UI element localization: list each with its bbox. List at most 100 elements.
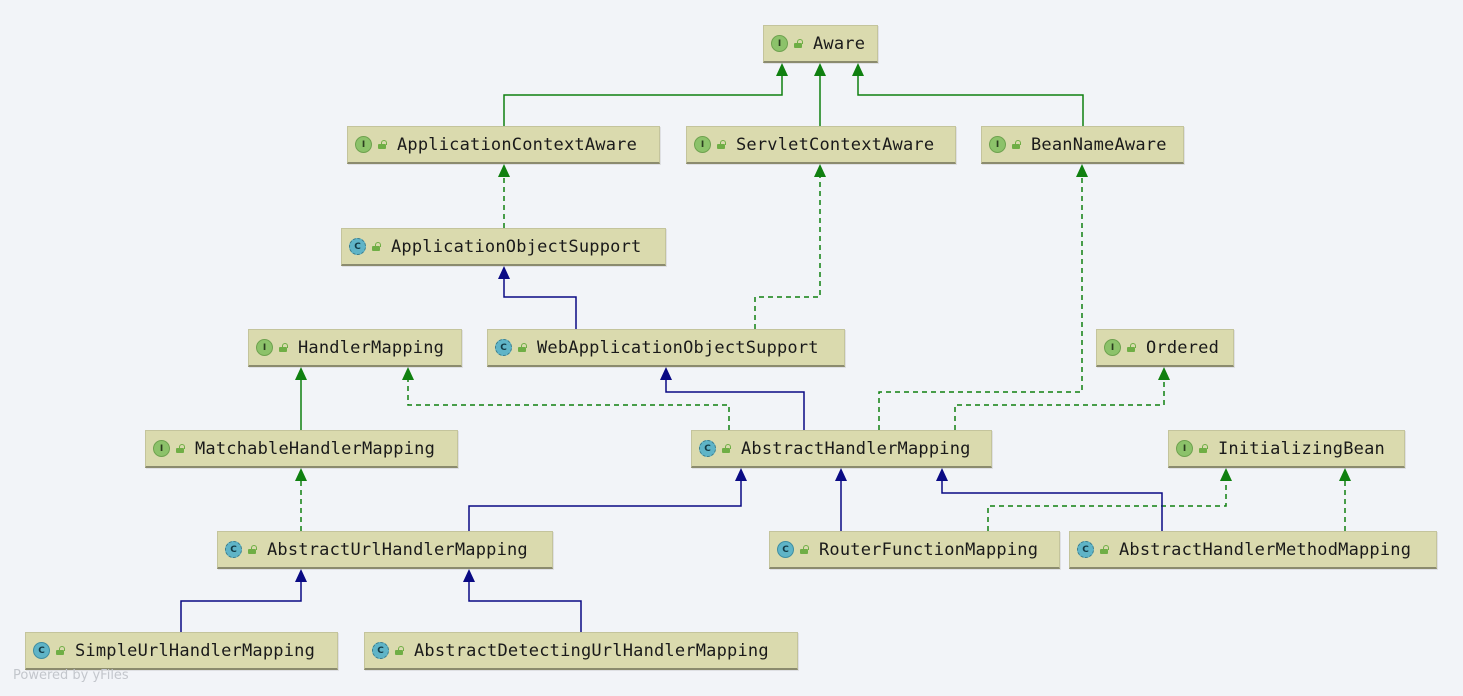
class-badge-icon: C (225, 541, 242, 558)
edge-matchable-handler-mapping-to-handler-mapping (295, 367, 307, 430)
node-web-application-object-support[interactable]: C WebApplicationObjectSupport (487, 329, 845, 367)
node-label: MatchableHandlerMapping (195, 438, 436, 459)
node-simple-url-handler-mapping[interactable]: C SimpleUrlHandlerMapping (25, 632, 338, 670)
edge-router-function-mapping-to-initializing-bean (987, 468, 1232, 531)
node-abstract-url-handler-mapping[interactable]: C AbstractUrlHandlerMapping (217, 531, 553, 569)
node-label: AbstractHandlerMethodMapping (1119, 539, 1412, 560)
edge-simple-url-handler-mapping-to-abstract-url-handler-mapping (180, 569, 307, 632)
edge-abstract-detecting-url-handler-mapping-to-abstract-url-handler-mapping (463, 569, 582, 632)
arrow-head (1158, 367, 1170, 380)
arrow-head (835, 468, 847, 481)
public-access-lock-icon (1126, 343, 1136, 352)
node-handler-mapping[interactable]: I HandlerMapping (248, 329, 462, 367)
public-access-lock-icon (721, 444, 731, 453)
edge-abstract-url-handler-mapping-to-matchable-handler-mapping (295, 468, 307, 531)
public-access-lock-icon (278, 343, 288, 352)
node-label: Ordered (1146, 337, 1220, 358)
arrow-head (735, 468, 747, 481)
edge-application-context-aware-to-aware (503, 63, 788, 126)
public-access-lock-icon (793, 39, 803, 48)
arrow-head (936, 468, 948, 481)
edge-router-function-mapping-to-abstract-handler-mapping (835, 468, 847, 531)
node-bean-name-aware[interactable]: I BeanNameAware (981, 126, 1184, 164)
class-badge-icon: C (372, 642, 389, 659)
class-badge-icon: C (495, 339, 512, 356)
node-label: BeanNameAware (1031, 134, 1167, 155)
arrow-head (295, 468, 307, 481)
arrow-head (814, 164, 826, 177)
class-badge-icon: C (777, 541, 794, 558)
class-badge-icon: C (33, 642, 50, 659)
interface-badge-icon: I (153, 440, 170, 457)
public-access-lock-icon (1198, 444, 1208, 453)
node-label: WebApplicationObjectSupport (537, 337, 819, 358)
public-access-lock-icon (175, 444, 185, 453)
interface-badge-icon: I (256, 339, 273, 356)
arrow-head (814, 63, 826, 76)
node-servlet-context-aware[interactable]: I ServletContextAware (686, 126, 956, 164)
interface-badge-icon: I (694, 136, 711, 153)
public-access-lock-icon (799, 545, 809, 554)
node-label: ApplicationObjectSupport (391, 236, 642, 257)
public-access-lock-icon (247, 545, 257, 554)
public-access-lock-icon (716, 140, 726, 149)
edge-servlet-context-aware-to-aware (814, 63, 826, 126)
arrow-head (852, 63, 864, 76)
node-label: HandlerMapping (298, 337, 445, 358)
arrow-head (776, 63, 788, 76)
interface-badge-icon: I (1176, 440, 1193, 457)
node-abstract-handler-method-mapping[interactable]: C AbstractHandlerMethodMapping (1069, 531, 1437, 569)
arrow-head (463, 569, 475, 582)
node-label: ApplicationContextAware (397, 134, 638, 155)
arrow-head (1220, 468, 1232, 481)
node-label: AbstractDetectingUrlHandlerMapping (414, 640, 769, 661)
edge-web-application-object-support-to-servlet-context-aware (754, 164, 826, 329)
node-aware[interactable]: I Aware (763, 25, 878, 63)
node-label: AbstractHandlerMapping (741, 438, 971, 459)
node-matchable-handler-mapping[interactable]: I MatchableHandlerMapping (145, 430, 458, 468)
edge-abstract-handler-mapping-to-bean-name-aware (878, 164, 1088, 430)
interface-badge-icon: I (771, 35, 788, 52)
node-application-context-aware[interactable]: I ApplicationContextAware (347, 126, 660, 164)
interface-badge-icon: I (989, 136, 1006, 153)
node-label: ServletContextAware (736, 134, 935, 155)
edge-bean-name-aware-to-aware (852, 63, 1084, 126)
node-label: Aware (813, 33, 866, 54)
node-application-object-support[interactable]: C ApplicationObjectSupport (341, 228, 666, 266)
node-label: SimpleUrlHandlerMapping (75, 640, 316, 661)
public-access-lock-icon (377, 140, 387, 149)
arrow-head (295, 367, 307, 380)
node-ordered[interactable]: I Ordered (1096, 329, 1234, 367)
edge-abstract-handler-mapping-to-handler-mapping (402, 367, 730, 430)
edge-application-object-support-to-application-context-aware (498, 164, 510, 228)
public-access-lock-icon (1099, 545, 1109, 554)
public-access-lock-icon (394, 646, 404, 655)
node-router-function-mapping[interactable]: C RouterFunctionMapping (769, 531, 1060, 569)
edge-abstract-handler-mapping-to-web-application-object-support (660, 367, 805, 430)
node-abstract-handler-mapping[interactable]: C AbstractHandlerMapping (691, 430, 992, 468)
node-label: AbstractUrlHandlerMapping (267, 539, 528, 560)
edge-abstract-url-handler-mapping-to-abstract-handler-mapping (468, 468, 747, 531)
node-abstract-detecting-url-handler-mapping[interactable]: C AbstractDetectingUrlHandlerMapping (364, 632, 798, 670)
powered-by-footer: Powered by yFiles (13, 668, 129, 683)
arrow-head (1076, 164, 1088, 177)
public-access-lock-icon (371, 242, 381, 251)
edge-abstract-handler-method-mapping-to-initializing-bean (1339, 468, 1351, 531)
public-access-lock-icon (1011, 140, 1021, 149)
public-access-lock-icon (55, 646, 65, 655)
edge-web-application-object-support-to-application-object-support (498, 266, 577, 329)
arrow-head (660, 367, 672, 380)
class-badge-icon: C (1077, 541, 1094, 558)
arrow-head (498, 266, 510, 279)
class-badge-icon: C (699, 440, 716, 457)
public-access-lock-icon (517, 343, 527, 352)
arrow-head (295, 569, 307, 582)
interface-badge-icon: I (355, 136, 372, 153)
node-label: RouterFunctionMapping (819, 539, 1039, 560)
arrow-head (402, 367, 414, 380)
class-badge-icon: C (349, 238, 366, 255)
edge-abstract-handler-method-mapping-to-abstract-handler-mapping (936, 468, 1163, 531)
interface-badge-icon: I (1104, 339, 1121, 356)
